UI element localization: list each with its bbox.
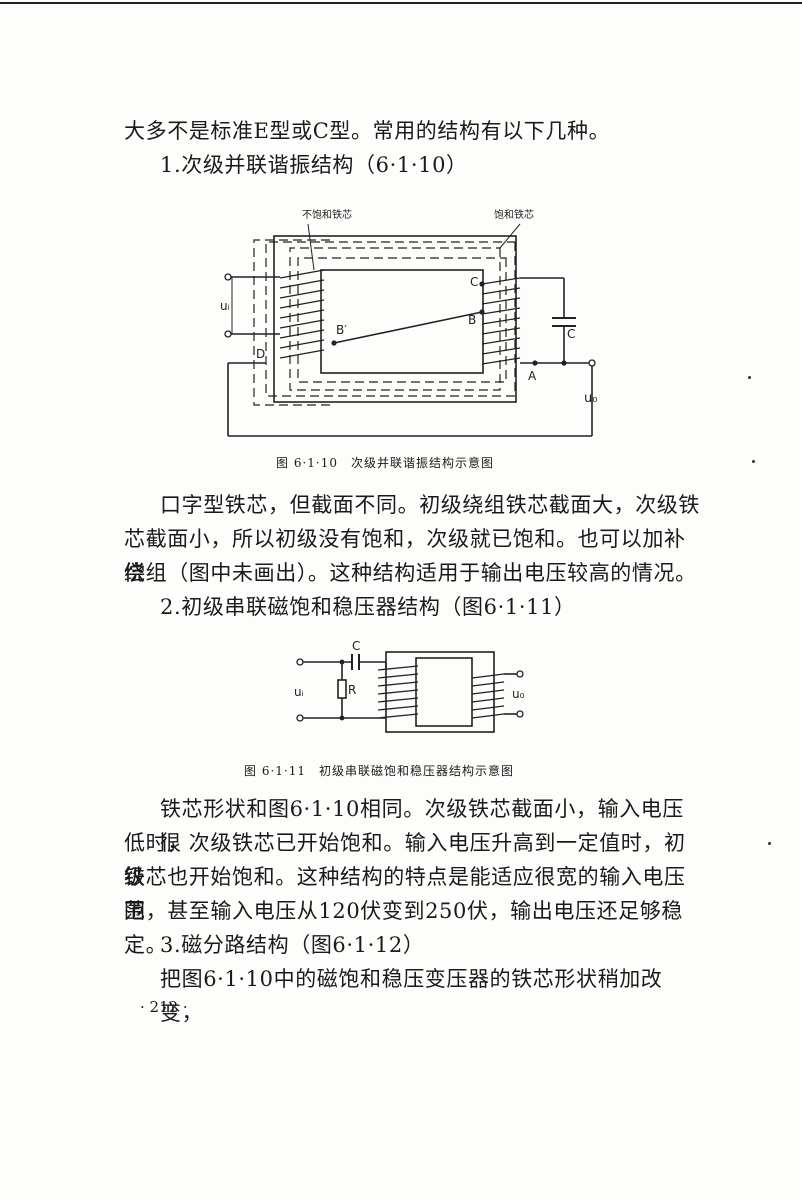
figure-1-caption: 图 6·1·10 次级并联谐振结构示意图 <box>276 456 494 470</box>
figure-2-caption: 图 6·1·11 初级串联磁饱和稳压器结构示意图 <box>244 764 514 778</box>
label-uo: u₀ <box>584 391 597 406</box>
paragraph-line: 围，甚至输入电压从120伏变到250伏，输出电压还足够稳定。 <box>124 899 683 957</box>
core-outer <box>273 235 517 403</box>
primary-coil <box>377 665 419 719</box>
label-r: R <box>348 683 356 697</box>
core-outer <box>385 651 495 733</box>
scan-speck <box>748 376 751 379</box>
primary-coil <box>279 269 325 359</box>
flux-path-inner <box>289 247 501 391</box>
section-heading-3: 3.磁分路结构（图6·1·12） <box>160 933 425 957</box>
label-d: D <box>256 347 265 361</box>
scan-speck <box>768 842 771 845</box>
label-uo: u₀ <box>512 687 525 701</box>
label-saturated-core: 饱和铁芯 <box>494 208 534 221</box>
figure-6-1-11: C R uᵢ u₀ <box>294 640 525 733</box>
paragraph-line: 铁芯也开始饱和。这种结构的特点是能适应很宽的输入电压范 <box>124 865 686 923</box>
flux-path-mid <box>297 257 507 383</box>
top-rule <box>0 2 802 4</box>
label-ui: uᵢ <box>294 685 304 699</box>
paragraph-line: 绕组（图中未画出）。这种结构适用于输出电压较高的情况。 <box>124 561 697 585</box>
secondary-coil <box>471 673 505 719</box>
paragraph-line: 口字型铁芯，但截面不同。初级绕组铁芯截面大，次级铁 <box>160 493 700 517</box>
label-capacitor: C <box>567 327 575 341</box>
paragraph-line: 铁芯形状和图6·1·10相同。次级铁芯截面小，输入电压很 <box>160 797 684 855</box>
section-heading-2: 2.初级串联磁饱和稳压器结构（图6·1·11） <box>160 595 576 619</box>
paragraph-line: 芯截面小，所以初级没有饱和，次级就已饱和。也可以加补偿 <box>124 527 686 585</box>
flux-path-outer <box>265 241 516 397</box>
paragraph-line: 低时，次级铁芯已开始饱和。输入电压升高到一定值时，初级 <box>124 831 686 889</box>
section-heading-1: 1.次级并联谐振结构（6·1·10） <box>160 153 468 177</box>
page-number: · 212 · <box>140 998 188 1016</box>
scan-speck <box>752 460 755 463</box>
label-c-tap: C <box>470 275 478 289</box>
core-window <box>320 269 484 374</box>
label-ui: uᵢ <box>220 299 230 313</box>
figure-6-1-10: 不饱和铁芯 饱和铁芯 uᵢ u₀ C C B B′ A D <box>220 208 597 437</box>
flux-path-left <box>253 239 330 406</box>
label-b: B <box>468 313 476 327</box>
label-b-prime: B′ <box>336 323 347 337</box>
paragraph-line: 大多不是标准E型或C型。常用的结构有以下几种。 <box>124 119 611 143</box>
label-a: A <box>528 369 537 383</box>
core-window <box>415 657 473 727</box>
label-c: C <box>352 640 360 653</box>
label-unsaturated-core: 不饱和铁芯 <box>302 208 352 221</box>
secondary-coil <box>481 277 521 365</box>
paragraph-line: 把图6·1·10中的磁饱和稳压变压器的铁芯形状稍加改变， <box>160 967 663 1025</box>
